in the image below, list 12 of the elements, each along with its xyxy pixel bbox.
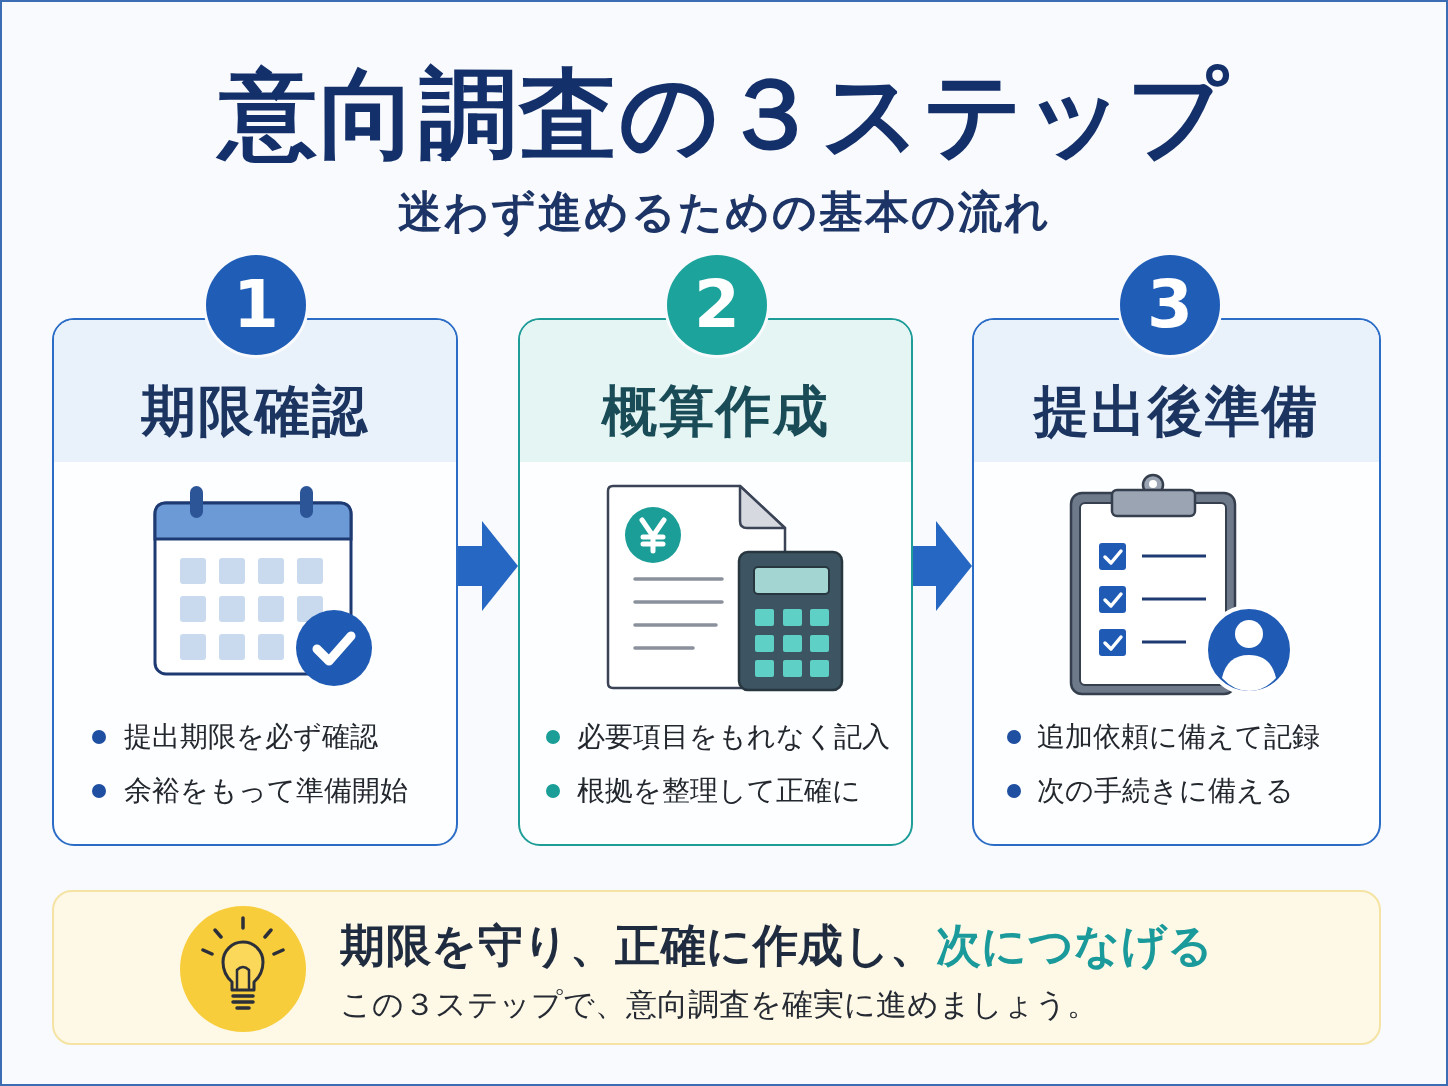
bullet-text: 必要項目をもれなく記入 [577,719,890,755]
bullet-text: 追加依頼に備えて記録 [1037,719,1320,755]
bullet-text: 提出期限を必ず確認 [124,719,378,755]
arrow [458,521,518,611]
arrow [913,521,972,611]
bullet-text: 余裕をもって準備開始 [124,773,408,809]
summary-text: この３ステップで、意向調査を確実に進めましょう。 [340,985,1098,1024]
summary-heading: 期限を守り、正確に作成し、次につなげる [340,918,1214,974]
bullet-text: 根拠を整理して正確に [577,773,861,809]
subtitle: 迷わず進めるための基本の流れ [397,186,1051,238]
bullet-text: 次の手続きに備える [1037,773,1294,809]
tip-panel [52,890,1381,1045]
